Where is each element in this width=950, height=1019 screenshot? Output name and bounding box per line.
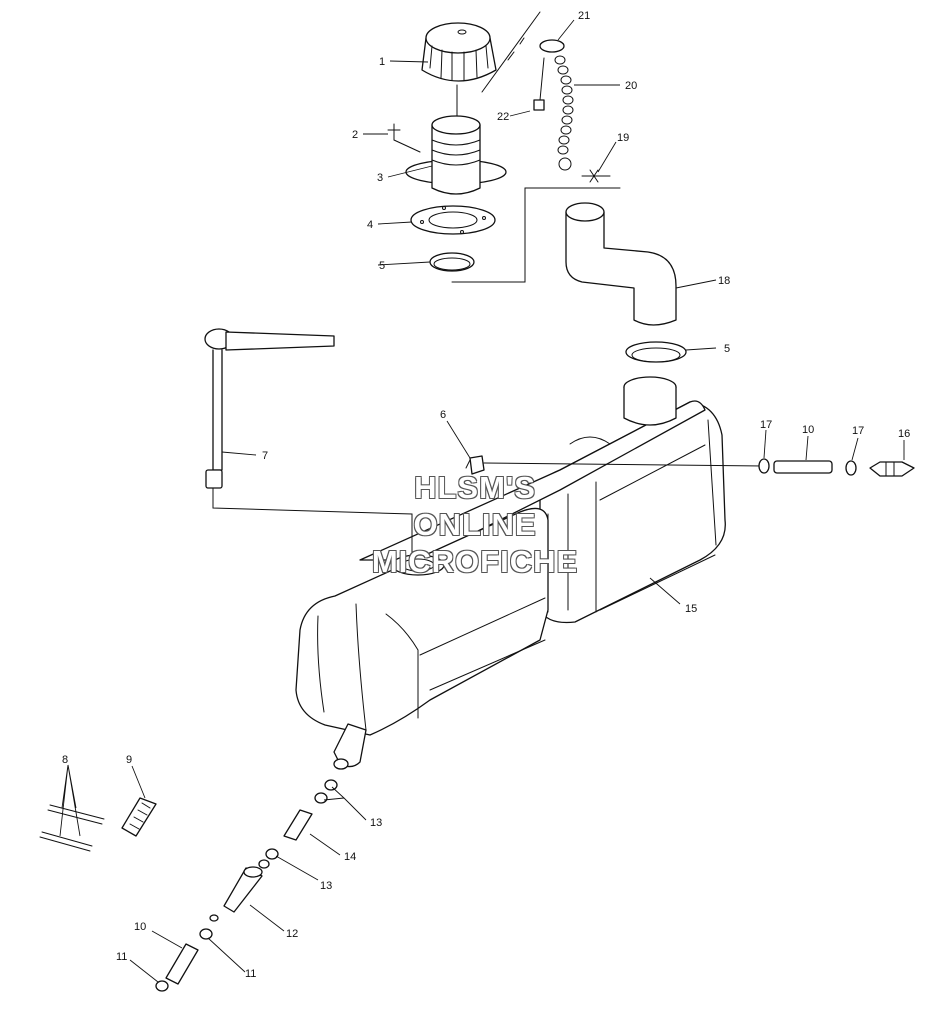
fuel-line-clamp-13b[interactable] xyxy=(314,792,328,804)
filler-gasket[interactable] xyxy=(410,205,496,235)
callout-14: 14 xyxy=(344,851,356,863)
fuel-line-clamp-13c[interactable] xyxy=(258,848,279,869)
filler-hose[interactable] xyxy=(565,202,677,326)
vent-clamp-right-b[interactable] xyxy=(845,460,857,476)
filler-neck[interactable] xyxy=(405,115,507,195)
callout-13-lower: 13 xyxy=(320,880,332,892)
callout-15: 15 xyxy=(685,603,697,615)
tether-retainer[interactable] xyxy=(581,169,611,183)
tank-straps[interactable] xyxy=(39,804,105,852)
tether-chain[interactable] xyxy=(539,39,574,171)
watermark-line-1: HLSM'S xyxy=(414,470,536,505)
fuel-tank[interactable] xyxy=(295,376,726,736)
callout-10-upper: 10 xyxy=(802,424,814,436)
hose-clamp-upper[interactable] xyxy=(429,252,475,272)
callout-5-lower: 5 xyxy=(724,343,730,355)
callout-2: 2 xyxy=(352,129,358,141)
callout-13-upper: 13 xyxy=(370,817,382,829)
callout-labels: 1 2 3 4 5 21 20 22 19 18 5 6 7 17 10 17 … xyxy=(62,10,910,980)
vent-hose[interactable] xyxy=(773,460,833,474)
callout-7: 7 xyxy=(262,450,268,462)
watermark-line-3: MICROFICHE xyxy=(371,544,579,579)
fuel-line-clamp-11b[interactable] xyxy=(155,980,169,992)
leader-lines xyxy=(59,19,905,983)
hose-clamp-lower[interactable] xyxy=(625,341,687,363)
callout-17-right: 17 xyxy=(852,425,864,437)
fuel-line-clamp-13a[interactable] xyxy=(324,779,338,791)
vent-fitting[interactable] xyxy=(465,455,485,475)
callout-21: 21 xyxy=(578,10,590,22)
fuel-line-hose-14[interactable] xyxy=(283,809,313,841)
fuel-cap[interactable] xyxy=(421,22,497,82)
callout-1: 1 xyxy=(379,56,385,68)
callout-3: 3 xyxy=(377,172,383,184)
callout-9: 9 xyxy=(126,754,132,766)
outlet-fitting[interactable] xyxy=(333,723,367,770)
coil-spring[interactable] xyxy=(121,797,157,837)
screw[interactable] xyxy=(387,123,421,153)
callout-11-left: 11 xyxy=(116,951,127,963)
callout-22: 22 xyxy=(497,111,509,123)
callout-16: 16 xyxy=(898,428,910,440)
callout-8: 8 xyxy=(62,754,68,766)
callout-11-right: 11 xyxy=(245,968,256,980)
callout-17-left: 17 xyxy=(760,419,772,431)
callout-20: 20 xyxy=(625,80,637,92)
callout-18: 18 xyxy=(718,275,730,287)
callout-19: 19 xyxy=(617,132,629,144)
callout-6: 6 xyxy=(440,409,446,421)
fuel-line-hose-10[interactable] xyxy=(165,943,199,985)
vent-check-valve[interactable] xyxy=(869,461,915,477)
fuel-gauge-sender[interactable] xyxy=(204,328,335,489)
fuel-line-clamp-11a[interactable] xyxy=(199,914,219,940)
callout-10-lower: 10 xyxy=(134,921,146,933)
callout-12: 12 xyxy=(286,928,298,940)
watermark-line-2: ONLINE xyxy=(413,507,537,542)
fuel-filter[interactable] xyxy=(223,866,263,913)
vent-clamp-right-a[interactable] xyxy=(758,458,770,474)
callout-4: 4 xyxy=(367,219,373,231)
callout-5-upper: 5 xyxy=(379,260,385,272)
tether-screw[interactable] xyxy=(533,57,545,111)
